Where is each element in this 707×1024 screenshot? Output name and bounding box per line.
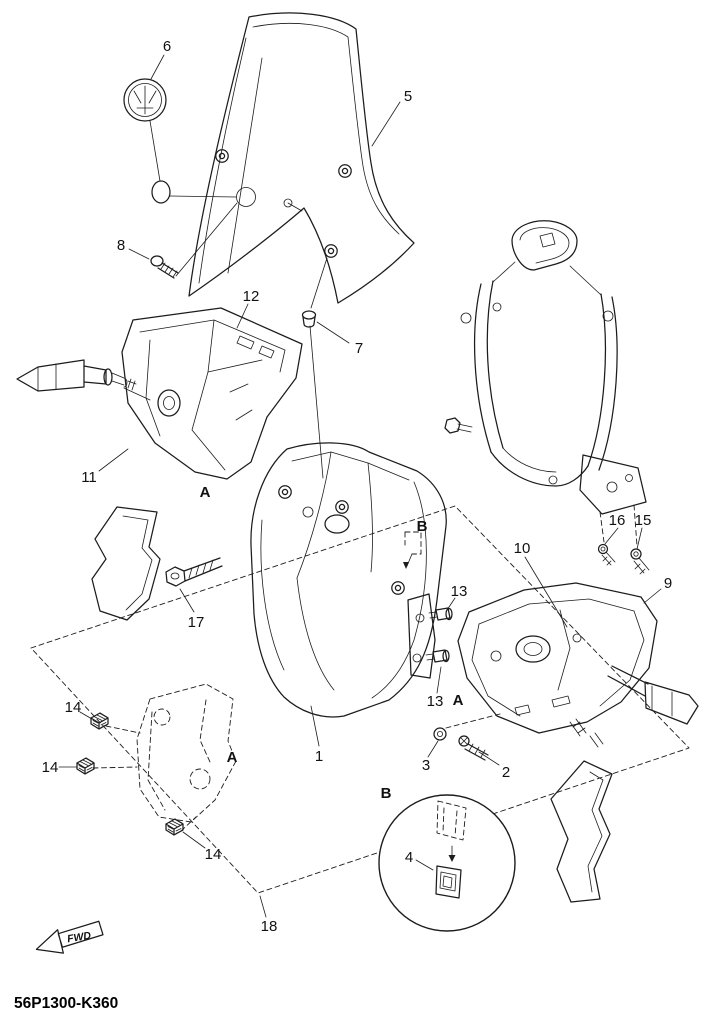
callout-damper-left: 14 bbox=[42, 759, 59, 776]
callout-cowl-bolt: 17 bbox=[188, 614, 205, 631]
assembly-boundary-outline bbox=[30, 505, 690, 894]
view-label-a-right: A bbox=[453, 692, 464, 709]
windshield-screw bbox=[150, 202, 238, 279]
left-panel bbox=[121, 307, 303, 480]
callout-right-inner-panel: 10 bbox=[514, 540, 531, 557]
callout-lower-screw: 2 bbox=[502, 764, 510, 781]
left-trim bbox=[91, 506, 161, 621]
view-label-a-left: A bbox=[200, 484, 211, 501]
callout-assembly-boundary: 18 bbox=[261, 918, 278, 935]
callout-left-panel: 11 bbox=[81, 469, 97, 486]
windshield-nut bbox=[301, 257, 328, 479]
headlight-stay bbox=[444, 220, 647, 547]
right-turn-signal-icon bbox=[569, 665, 699, 748]
callout-left-inner-panel: 12 bbox=[243, 288, 260, 305]
callout-damper-top: 14 bbox=[65, 699, 82, 716]
right-trim bbox=[550, 760, 613, 903]
damper-cubes bbox=[76, 712, 184, 836]
callout-washer: 3 bbox=[422, 757, 430, 774]
view-label-b-detail: B bbox=[381, 785, 392, 802]
headlight-cowl bbox=[250, 442, 447, 718]
cowl-bolt bbox=[165, 557, 223, 587]
fwd-arrow bbox=[35, 920, 104, 954]
right-panel bbox=[457, 582, 658, 734]
emblem bbox=[123, 78, 237, 204]
view-label-a-bracket: A bbox=[227, 749, 238, 766]
lower-fasteners bbox=[433, 713, 501, 761]
left-turn-signal-icon bbox=[16, 359, 151, 401]
callout-side-bolt-lower: 13 bbox=[427, 693, 444, 710]
callout-emblem: 6 bbox=[163, 38, 171, 55]
callout-damper-bottom: 14 bbox=[205, 846, 222, 863]
callout-windshield-nut: 7 bbox=[355, 340, 363, 357]
stay-screws bbox=[597, 543, 650, 575]
callout-side-bolt-upper: 13 bbox=[451, 583, 468, 600]
callout-right-panel: 9 bbox=[664, 575, 672, 592]
inner-bracket-phantom bbox=[92, 683, 237, 832]
callout-stay-screw-outer: 15 bbox=[635, 512, 652, 529]
leader-lines bbox=[58, 54, 662, 918]
callout-stay-screw-inner: 16 bbox=[609, 512, 626, 529]
detail-view-b bbox=[378, 794, 516, 932]
callout-clip-nut: 4 bbox=[405, 849, 413, 866]
callout-windshield-screw: 8 bbox=[117, 237, 125, 254]
part-code: 56P1300-K360 bbox=[14, 995, 118, 1012]
fwd-label: FWD bbox=[66, 930, 92, 946]
side-bolts bbox=[425, 607, 453, 663]
view-label-b-main: B bbox=[417, 518, 428, 535]
windshield bbox=[188, 12, 415, 304]
callout-headlight-cowl: 1 bbox=[315, 748, 323, 765]
clip-position-marker bbox=[403, 531, 422, 569]
callout-windshield: 5 bbox=[404, 88, 412, 105]
